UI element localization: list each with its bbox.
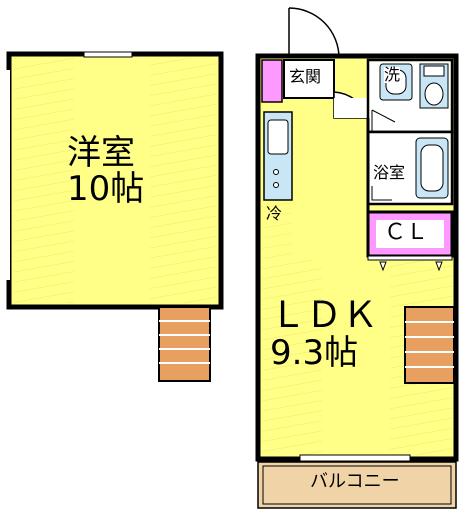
entrance-label: 玄関 [289,67,322,86]
bathroom-label: 浴室 [373,163,406,182]
balcony-area [257,461,457,509]
fridge-label: 冷 [266,204,283,223]
upper-stairs [158,306,211,382]
entrance-cabinet [261,59,283,103]
balcony-label: バルコニー [310,471,400,492]
balcony-window [299,454,411,462]
upper-room-closet-strip [6,70,10,280]
ldk-name: ＬＤＫ [270,295,379,336]
ldk-stairs [404,306,455,384]
washroom-label: 洗 [384,65,401,84]
entrance-door [288,7,340,59]
upper-room-window [83,51,133,58]
ldk-size: 9.3帖 [270,333,359,373]
upper-room-name: 洋室 [67,133,135,173]
closet-label: ＣＬ [384,220,429,245]
upper-room-size: 10帖 [67,169,145,209]
